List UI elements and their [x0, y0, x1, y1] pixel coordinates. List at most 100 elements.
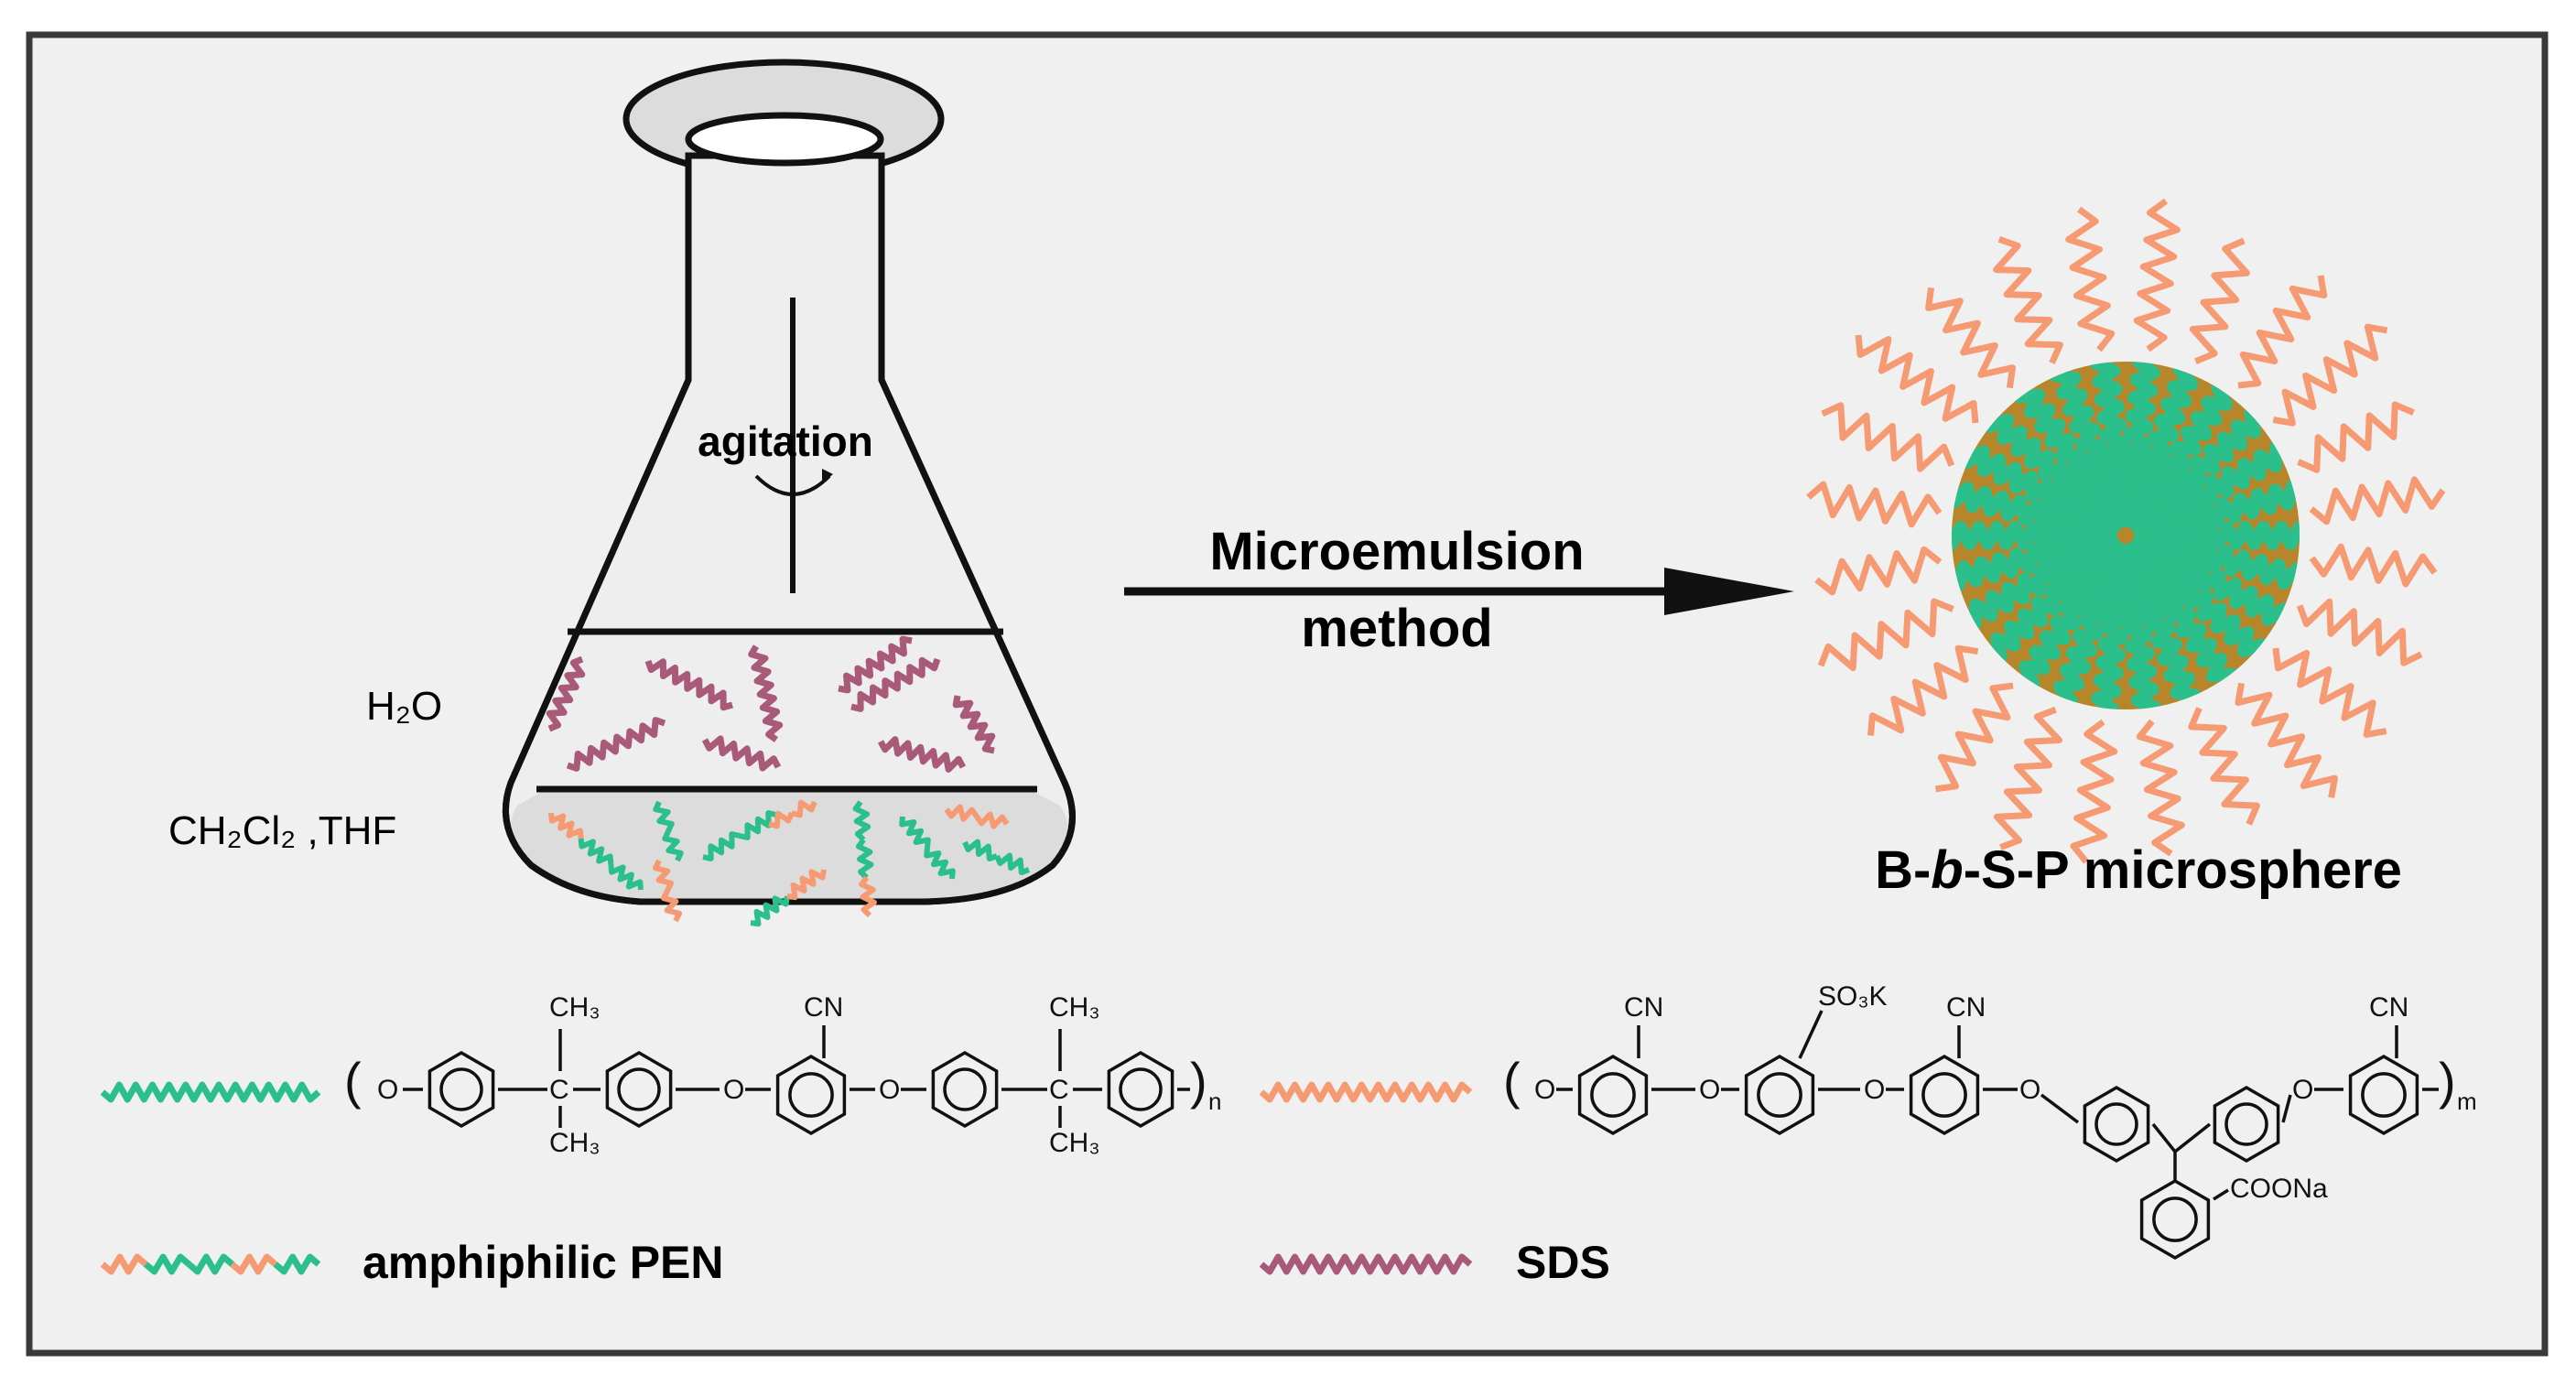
- sds-corona-chain: [1855, 334, 1979, 424]
- aromatic-circle: [943, 1067, 987, 1111]
- pen-chain-seg: [653, 859, 674, 893]
- right-paren-open: (: [1503, 1052, 1521, 1110]
- aromatic-circle: [2094, 1102, 2138, 1146]
- sds-chain: [546, 655, 586, 732]
- right-o5: O: [2292, 1075, 2313, 1105]
- sds-corona-chain: [2296, 598, 2423, 666]
- microsphere-label-italic: b: [1931, 840, 1963, 900]
- arrowhead-icon: [1664, 568, 1794, 615]
- sds-corona-chain: [2136, 719, 2185, 857]
- sds-chain: [566, 717, 666, 772]
- legend-green-chain: [100, 1081, 321, 1103]
- microsphere-label-suffix: -S-P microsphere: [1964, 840, 2402, 900]
- sds-corona-chain: [1867, 644, 1979, 736]
- pen-chain-seg: [653, 800, 675, 833]
- sds-corona-chain: [2133, 198, 2181, 352]
- pen-chain-seg: [859, 875, 877, 918]
- benzene-ring-r2: [1744, 1054, 1815, 1136]
- pen-chain-seg: [944, 804, 980, 822]
- left-ch3-bot2: CH₃: [1049, 1128, 1100, 1158]
- sds-chains-in-water: [546, 635, 996, 773]
- hydrophobic-block-structure: [403, 1025, 1190, 1136]
- aromatic-circle: [1921, 1072, 1967, 1118]
- benzene-ring-l1: [428, 1050, 495, 1129]
- pen-chain-seg: [661, 889, 682, 923]
- pen-chain-seg: [578, 838, 614, 865]
- pen-chain-seg: [855, 838, 874, 880]
- right-cn1: CN: [1624, 992, 1663, 1023]
- water-label: H₂O: [366, 684, 442, 729]
- left-ch3-top1: CH₃: [549, 992, 601, 1023]
- left-paren-open: (: [344, 1052, 362, 1110]
- sds-label: SDS: [1516, 1237, 1610, 1288]
- benzene-ring-r1: [1577, 1054, 1649, 1136]
- pen-chain-seg: [750, 895, 790, 927]
- sds-chain-sample: [1259, 1253, 1473, 1275]
- pen-chain-seg: [702, 831, 741, 861]
- sds-corona-chain: [2189, 237, 2250, 365]
- amphiphilic-pen-label: amphiphilic PEN: [363, 1237, 724, 1288]
- bond: [2213, 1188, 2229, 1201]
- process-arrow: Microemulsion method: [1124, 522, 1794, 658]
- left-c1: C: [549, 1075, 569, 1105]
- aromatic-circle: [1590, 1072, 1636, 1118]
- core-chains: [1952, 362, 2300, 709]
- benzene-ring-r5: [2213, 1085, 2280, 1164]
- sds-chain: [701, 735, 782, 772]
- pen-chain-seg: [739, 810, 777, 840]
- sds-chain: [838, 635, 913, 694]
- aromatic-circle: [2224, 1102, 2268, 1146]
- aromatic-circle: [617, 1067, 661, 1111]
- amphiphilic-chain-sample-seg: [143, 1253, 191, 1275]
- right-o1: O: [1534, 1075, 1555, 1105]
- bond: [1798, 1010, 1824, 1059]
- pen-chain-seg: [548, 812, 584, 839]
- left-ch3-top2: CH₃: [1049, 992, 1100, 1023]
- sds-corona-chain: [1925, 287, 2016, 389]
- sds-corona-chain: [2188, 707, 2260, 826]
- agitation-label: agitation: [698, 417, 873, 465]
- sds-chain: [644, 658, 733, 711]
- orange-chain-sample: [1259, 1081, 1473, 1103]
- pen-chain-seg: [662, 829, 684, 862]
- benzene-ring-l3: [775, 1054, 847, 1136]
- hydrophilic-block-structure: [1556, 1010, 2439, 1261]
- right-coona: COONa: [2230, 1174, 2328, 1204]
- sds-chain: [952, 695, 996, 754]
- right-o2: O: [1699, 1075, 1720, 1105]
- benzene-ring-r7: [2348, 1054, 2419, 1136]
- aromatic-circle: [2361, 1072, 2407, 1118]
- left-ch3-bot1: CH₃: [549, 1128, 601, 1158]
- left-cn: CN: [804, 992, 843, 1023]
- pen-chain-seg: [786, 869, 827, 901]
- sds-corona-chain: [1993, 706, 2062, 850]
- pen-chain-seg: [852, 800, 871, 842]
- right-cn2: CN: [1946, 992, 1986, 1023]
- right-structure-labels: ( O CN O SO₃K O CN O O CN COONa ) m: [1503, 981, 2477, 1204]
- rotation-arrow-icon: [754, 474, 831, 496]
- right-cn3: CN: [2369, 992, 2408, 1023]
- organic-phase-fill: [510, 791, 1069, 902]
- bond: [2173, 1122, 2212, 1153]
- bond: [2281, 1094, 2292, 1123]
- aromatic-circle: [1119, 1067, 1163, 1111]
- aromatic-circle: [1757, 1072, 1802, 1118]
- pen-chain-seg: [899, 816, 931, 849]
- amphiphilic-chain-sample-seg: [273, 1253, 321, 1275]
- left-subscript-n: n: [1208, 1088, 1221, 1115]
- sds-corona: [1806, 198, 2446, 864]
- right-o4: O: [2019, 1075, 2040, 1105]
- left-o1: O: [377, 1075, 398, 1105]
- pen-chain-seg: [768, 810, 795, 829]
- sds-corona-chain: [2309, 543, 2438, 588]
- right-paren-close: ): [2439, 1052, 2456, 1110]
- core-green-chain: [2133, 479, 2300, 546]
- pen-chain-seg: [791, 799, 817, 818]
- process-label-line1: Microemulsion: [1209, 522, 1584, 581]
- green-chain-sample: [100, 1081, 321, 1103]
- sds-corona-chain: [2309, 476, 2446, 525]
- sds-corona-chain: [2297, 401, 2415, 473]
- benzene-ring-r4: [2083, 1085, 2150, 1164]
- sds-corona-chain: [2272, 323, 2388, 427]
- left-o3: O: [879, 1075, 900, 1105]
